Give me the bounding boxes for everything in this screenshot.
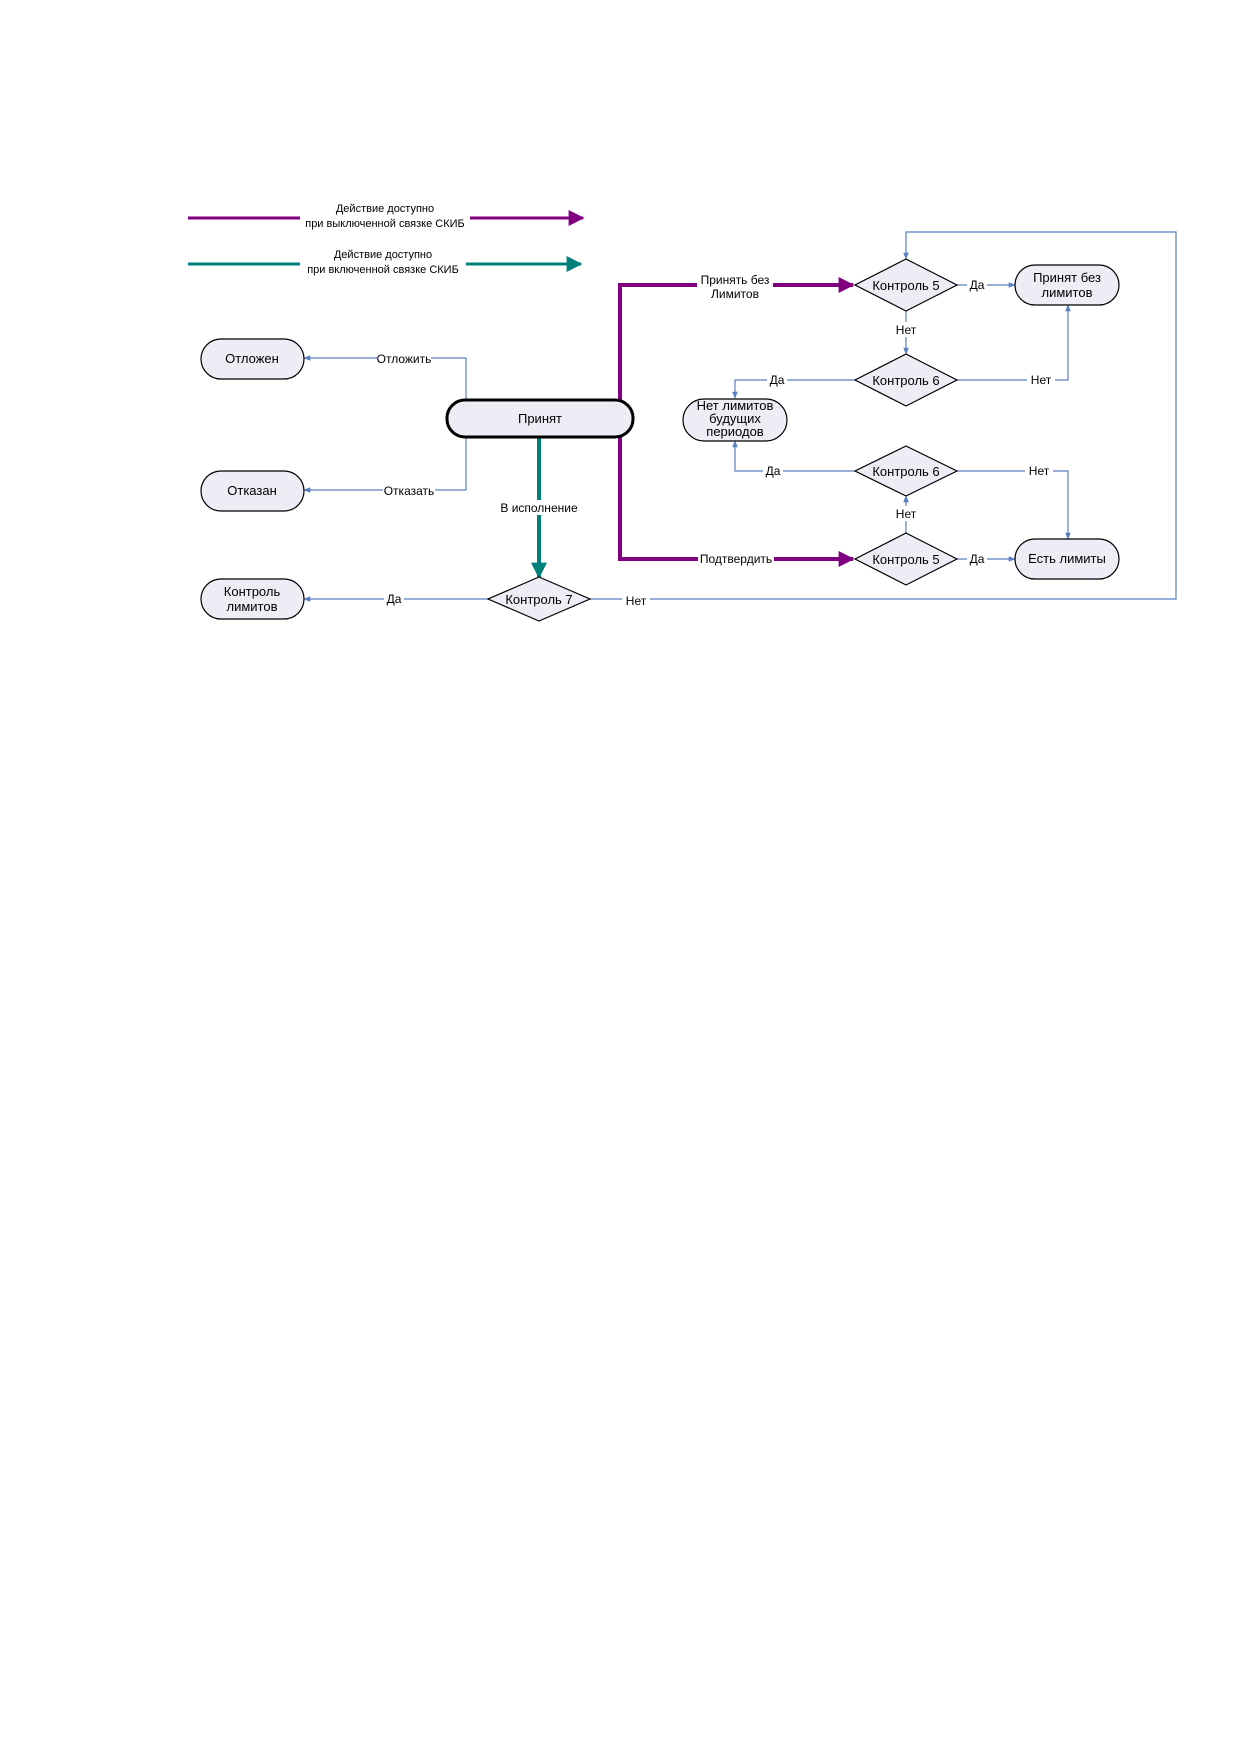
legend-enabled-line1: Действие доступно: [334, 249, 432, 261]
edge-c6b-yes: [732, 440, 855, 472]
decision-control7-label: Контроль 7: [505, 592, 572, 607]
edge-postpone: [303, 355, 467, 400]
label-reject: Отказать: [384, 484, 435, 498]
edge-accept-no-limits: [618, 277, 855, 400]
edge-labels: Отложить Отказать В исполнение Принять б…: [377, 272, 1055, 608]
label-accept-no-limits-line2: Лимитов: [711, 287, 759, 301]
state-accepted-no-limits-line2: лимитов: [1042, 285, 1093, 300]
label-c6b-no: Нет: [1029, 464, 1050, 478]
state-accepted-no-limits: Принят без лимитов: [1014, 264, 1120, 306]
decisions: Контроль 5 Контроль 6 Контроль 6 Контрол…: [486, 258, 959, 622]
state-limit-control-line2: лимитов: [227, 599, 278, 614]
label-c5b-no: Нет: [896, 507, 917, 521]
edge-reject: [303, 436, 467, 493]
label-c7-yes: Да: [387, 592, 402, 606]
state-postponed: Отложен: [200, 338, 305, 380]
edge-c6b-no: [957, 470, 1071, 540]
state-rejected: Отказан: [200, 470, 305, 512]
state-accepted: Принят: [445, 398, 635, 439]
label-c5t-no: Нет: [896, 323, 917, 337]
decision-control6-top: Контроль 6: [853, 353, 959, 407]
label-c7-no: Нет: [626, 594, 647, 608]
state-has-limits-label: Есть лимиты: [1028, 551, 1106, 566]
decision-control6-top-label: Контроль 6: [872, 373, 939, 388]
label-accept-no-limits-line1: Принять без: [701, 273, 770, 287]
decision-control5-top: Контроль 5: [853, 258, 959, 312]
label-c6t-no: Нет: [1031, 373, 1052, 387]
label-postpone: Отложить: [377, 352, 432, 366]
state-limit-control: Контроль лимитов: [200, 578, 305, 620]
label-c6t-yes: Да: [770, 373, 785, 387]
label-c5t-yes: Да: [970, 278, 985, 292]
decision-control5-bottom-label: Контроль 5: [872, 552, 939, 567]
decision-control7: Контроль 7: [486, 576, 592, 622]
state-postponed-label: Отложен: [225, 351, 279, 366]
legend-disabled-line2: при выключенной связке СКИБ: [305, 218, 465, 230]
state-has-limits: Есть лимиты: [1014, 538, 1120, 580]
edge-c7-no: [590, 231, 1177, 600]
legend-enabled-line2: при включенной связке СКИБ: [307, 264, 459, 276]
states: Отложен Отказан Принят Контроль лимитов …: [200, 264, 1120, 620]
state-no-future-limits-line2: будущих: [709, 411, 761, 426]
edge-c6t-yes: [732, 379, 855, 399]
edge-c6t-no: [957, 304, 1071, 381]
state-accepted-no-limits-line1: Принят без: [1033, 270, 1101, 285]
edge-confirm: [618, 437, 855, 567]
state-accepted-label: Принят: [518, 411, 562, 426]
decision-control6-bottom-label: Контроль 6: [872, 464, 939, 479]
decision-control6-bottom: Контроль 6: [853, 445, 959, 497]
label-confirm: Подтвердить: [700, 552, 772, 566]
label-c5b-yes: Да: [970, 552, 985, 566]
state-no-future-limits: Нет лимитов будущих периодов: [682, 398, 788, 442]
label-execute: В исполнение: [500, 501, 578, 515]
legend: Действие доступно при выключенной связке…: [188, 203, 585, 276]
state-rejected-label: Отказан: [227, 483, 277, 498]
state-no-future-limits-line1: Нет лимитов: [697, 398, 774, 413]
label-c6b-yes: Да: [766, 464, 781, 478]
legend-disabled-line1: Действие доступно: [336, 203, 434, 215]
decision-control5-bottom: Контроль 5: [853, 532, 959, 586]
state-no-future-limits-line3: периодов: [706, 424, 764, 439]
state-limit-control-line1: Контроль: [224, 584, 281, 599]
decision-control5-top-label: Контроль 5: [872, 278, 939, 293]
